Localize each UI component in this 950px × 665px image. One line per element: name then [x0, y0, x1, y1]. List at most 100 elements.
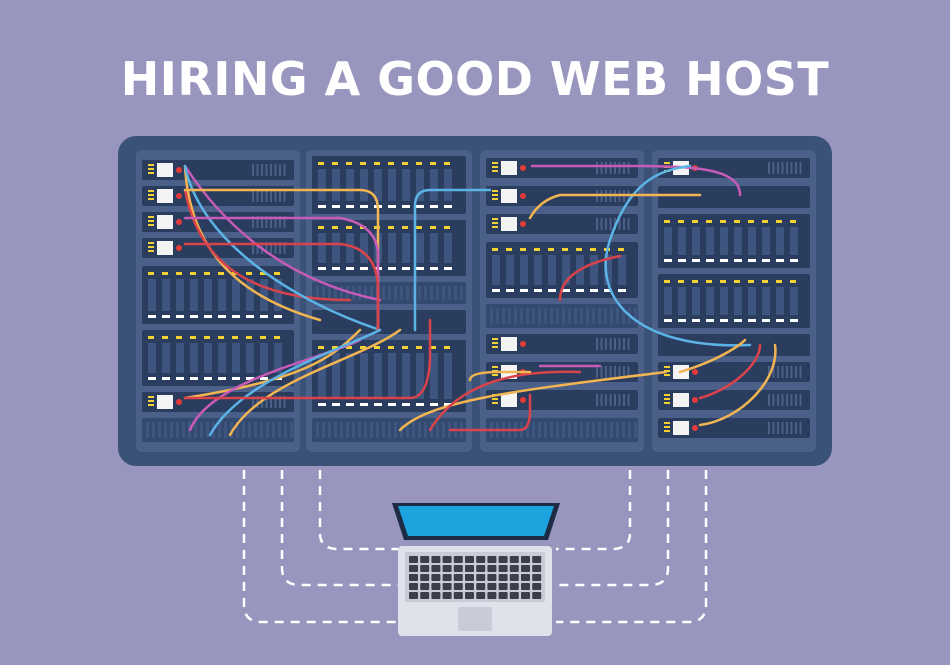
keyboard-key: [487, 574, 497, 581]
keyboard-key: [431, 583, 441, 590]
network-cable: [448, 393, 532, 432]
keyboard-key: [442, 574, 452, 581]
keyboard-key: [465, 565, 474, 572]
network-cable: [678, 338, 747, 374]
network-cable: [183, 164, 382, 332]
network-dashed-lines: [242, 470, 708, 624]
keyboard-key: [476, 592, 486, 599]
keyboard-key: [409, 574, 418, 581]
keyboard-key: [442, 556, 452, 563]
drive-bay-unit: [312, 220, 466, 276]
keyboard-key: [487, 565, 497, 572]
network-cable: [604, 164, 752, 347]
network-cable: [228, 328, 402, 437]
keyboard-key: [453, 565, 463, 572]
keyboard-key: [409, 583, 418, 590]
network-cable: [698, 343, 762, 400]
keyboard-key: [487, 556, 497, 563]
keyboard-key: [420, 556, 430, 563]
drive-bay-unit: [312, 340, 466, 412]
keyboard-key: [465, 592, 474, 599]
keyboard-key: [487, 583, 497, 590]
vent-panel: [312, 418, 466, 442]
keyboard-key: [509, 583, 519, 590]
drive-bay-unit: [142, 330, 294, 386]
keyboard-key: [498, 556, 508, 563]
keyboard-key: [420, 565, 430, 572]
keyboard-key: [487, 592, 497, 599]
keyboard-key: [431, 574, 441, 581]
keyboard-key: [532, 565, 542, 572]
keyboard-key: [532, 583, 542, 590]
keyboard-key: [498, 583, 508, 590]
drive-bay-unit: [486, 242, 638, 298]
keyboard-key: [442, 583, 452, 590]
page-title: HIRING A GOOD WEB HOST: [120, 52, 830, 106]
network-cable: [183, 242, 380, 332]
keyboard-key: [509, 592, 519, 599]
keyboard-key: [521, 574, 530, 581]
keyboard-key: [521, 583, 530, 590]
keyboard-key: [521, 556, 530, 563]
drive-bay-unit: [142, 266, 294, 324]
keyboard-key: [409, 556, 418, 563]
keyboard-key: [498, 592, 508, 599]
keyboard-key: [521, 592, 530, 599]
keyboard-key: [442, 565, 452, 572]
keyboard-key: [453, 574, 463, 581]
keyboard-key: [420, 592, 430, 599]
vent-panel: [312, 282, 466, 304]
network-cable: [413, 188, 492, 332]
keyboard-key: [498, 565, 508, 572]
keyboard-key: [509, 556, 519, 563]
keyboard-key: [409, 592, 418, 599]
network-cable: [428, 370, 582, 432]
network-cable: [183, 318, 432, 400]
drive-bay-unit: [658, 274, 810, 328]
server-unit: [486, 334, 638, 354]
keyboard-key: [465, 583, 474, 590]
keyboard-key: [476, 556, 486, 563]
keyboard-key: [476, 574, 486, 581]
server-unit: [486, 158, 638, 178]
server-unit: [142, 160, 294, 180]
keyboard-key: [453, 592, 463, 599]
keyboard-key: [431, 556, 441, 563]
network-cable: [398, 370, 668, 432]
keyboard-key: [453, 556, 463, 563]
vent-panel: [486, 304, 638, 328]
keyboard-key: [509, 565, 519, 572]
keyboard-key: [465, 574, 474, 581]
keyboard-key: [509, 574, 519, 581]
server-unit: [486, 214, 638, 234]
blank-panel: [312, 310, 466, 334]
network-cable: [208, 328, 382, 437]
network-cable: [183, 216, 380, 332]
network-cable: [183, 188, 380, 332]
keyboard-key: [453, 583, 463, 590]
network-cable: [558, 254, 622, 302]
keyboard-key: [442, 592, 452, 599]
keyboard-key: [498, 574, 508, 581]
network-cable: [528, 193, 702, 220]
server-unit: [658, 418, 810, 438]
keyboard-key: [409, 565, 418, 572]
keyboard-key: [420, 583, 430, 590]
keyboard-key: [420, 574, 430, 581]
keyboard-key: [431, 592, 441, 599]
keyboard-key: [476, 583, 486, 590]
vent-panel: [142, 418, 294, 442]
network-cable: [530, 164, 742, 197]
laptop-icon: [392, 503, 560, 636]
network-cable: [698, 343, 777, 427]
drive-bay-unit: [658, 214, 810, 268]
drive-bay-unit: [312, 156, 466, 214]
network-cable: [183, 164, 322, 322]
keyboard-key: [532, 556, 542, 563]
keyboard-key: [476, 565, 486, 572]
network-cable: [183, 328, 362, 400]
blank-panel: [658, 186, 810, 208]
keyboard-key: [532, 574, 542, 581]
network-cable: [183, 164, 382, 302]
